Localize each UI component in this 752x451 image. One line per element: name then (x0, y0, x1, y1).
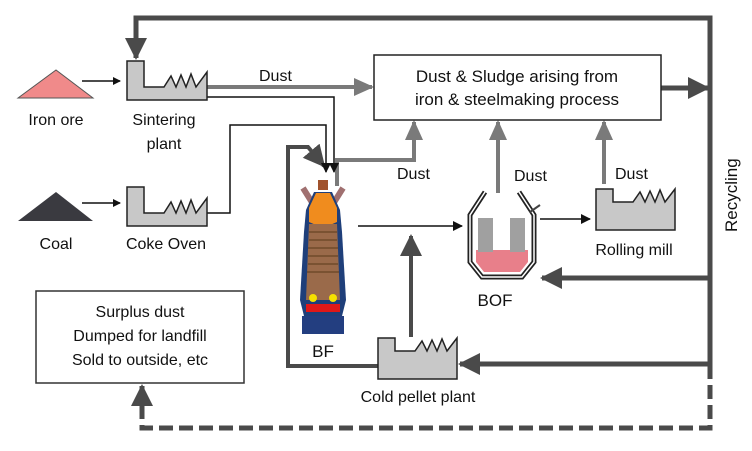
dust-arrows (207, 78, 613, 193)
rolling-mill-label: Rolling mill (595, 242, 672, 259)
coal-pile-icon (18, 192, 93, 221)
cold-pellet-plant-icon (377, 335, 458, 380)
recycling-loop (125, 15, 713, 431)
dust-label-bf: Dust (397, 166, 430, 183)
bf-label: BF (312, 342, 334, 361)
coal-label: Coal (40, 236, 73, 253)
dust-label-sinter: Dust (259, 68, 292, 85)
material-flows (82, 77, 591, 231)
coke-oven-label: Coke Oven (126, 236, 206, 253)
sintering-plant-icon (126, 60, 208, 101)
bof-label: BOF (478, 291, 513, 310)
coke-oven-icon (126, 186, 208, 227)
cold-pellet-plant-label: Cold pellet plant (361, 389, 476, 406)
rolling-mill-icon (595, 186, 676, 231)
iron-ore-pile-icon (16, 69, 95, 99)
dust-label-bof: Dust (514, 168, 547, 185)
iron-ore-label: Iron ore (28, 112, 83, 129)
bof-icon (467, 190, 541, 280)
blast-furnace-icon (300, 180, 346, 334)
dust-label-rolling: Dust (615, 166, 648, 183)
recycling-label: Recycling (722, 158, 741, 232)
